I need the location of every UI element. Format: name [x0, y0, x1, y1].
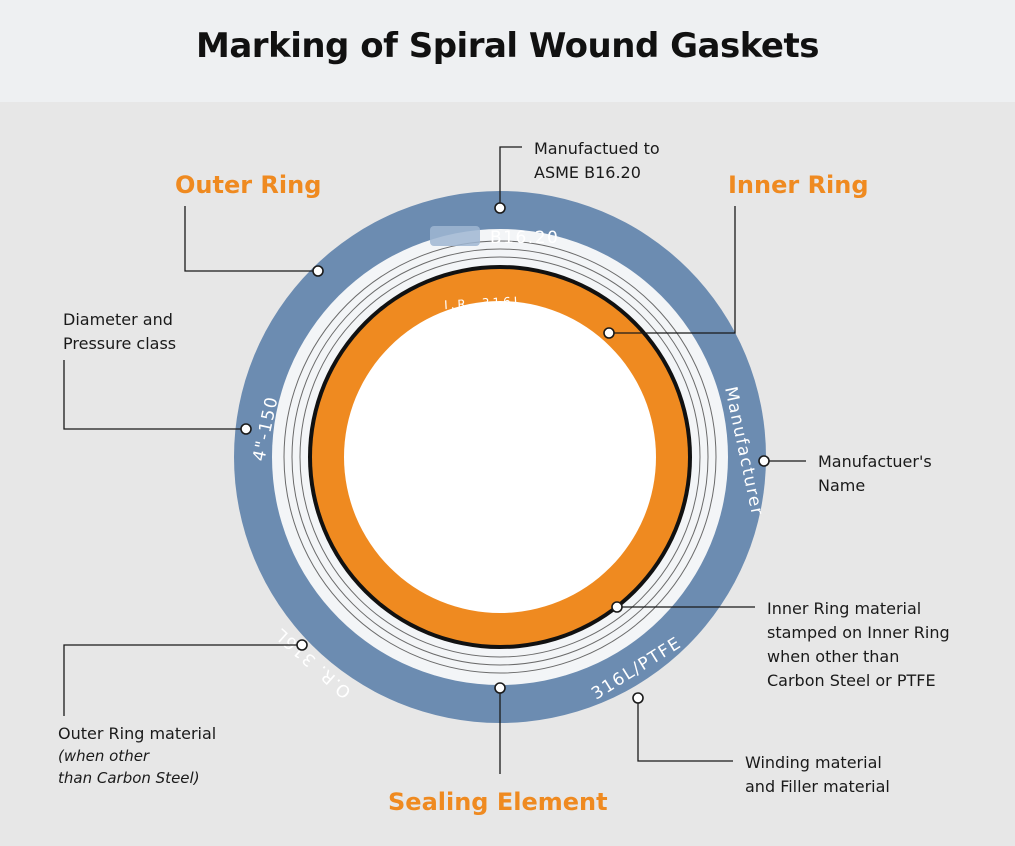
point-manufacturer [758, 455, 770, 467]
leader-asme [499, 146, 522, 208]
callout-winding-line1: Winding material [745, 753, 882, 772]
leader-outer-ring-material [63, 644, 302, 716]
callout-or-material-line3: than Carbon Steel) [58, 769, 200, 787]
callout-ir-material-line3: when other than [767, 647, 899, 666]
marking-standard: B16.20 [490, 228, 559, 248]
callout-or-material-line1: Outer Ring material [58, 724, 216, 743]
marking-inner-ring-material: I.R. 316L [444, 294, 524, 312]
point-sealing-element [494, 682, 506, 694]
point-winding-material [632, 692, 644, 704]
callout-or-material-line2: (when other [58, 747, 150, 765]
point-outer-ring-material [296, 639, 308, 651]
winding-line-outer [283, 240, 717, 674]
callout-manufacturer-line1: Manufactuer's [818, 452, 932, 471]
label-sealing-element: Sealing Element [388, 788, 608, 816]
page-title: Marking of Spiral Wound Gaskets [196, 26, 819, 66]
callout-ir-material-line1: Inner Ring material [767, 599, 921, 618]
callout-asme-line2: ASME B16.20 [534, 163, 641, 182]
winding-line-mid [291, 248, 709, 666]
point-inner-ring [603, 327, 615, 339]
leader-outer-ring [184, 206, 318, 272]
callout-ir-material-line4: Carbon Steel or PTFE [767, 671, 936, 690]
callout-asme-line1: Manufactued to [534, 139, 660, 158]
point-asme [494, 202, 506, 214]
point-diameter [240, 423, 252, 435]
point-inner-ring-material [611, 601, 623, 613]
leader-winding-material [637, 698, 733, 762]
callout-winding-line2: and Filler material [745, 777, 890, 796]
label-inner-ring: Inner Ring [728, 171, 869, 199]
point-outer-ring [312, 265, 324, 277]
header-band: Marking of Spiral Wound Gaskets [0, 0, 1015, 102]
callout-manufacturer-line2: Name [818, 476, 865, 495]
winding-line-inner [299, 256, 701, 658]
callout-ir-material-line2: stamped on Inner Ring [767, 623, 950, 642]
leader-diameter [63, 360, 246, 430]
gasket-bore [344, 301, 656, 613]
blurred-marking [430, 226, 480, 246]
callout-diameter-line1: Diameter and [63, 310, 173, 329]
callout-diameter-line2: Pressure class [63, 334, 176, 353]
label-outer-ring: Outer Ring [175, 171, 321, 199]
leader-inner-ring [609, 206, 736, 334]
